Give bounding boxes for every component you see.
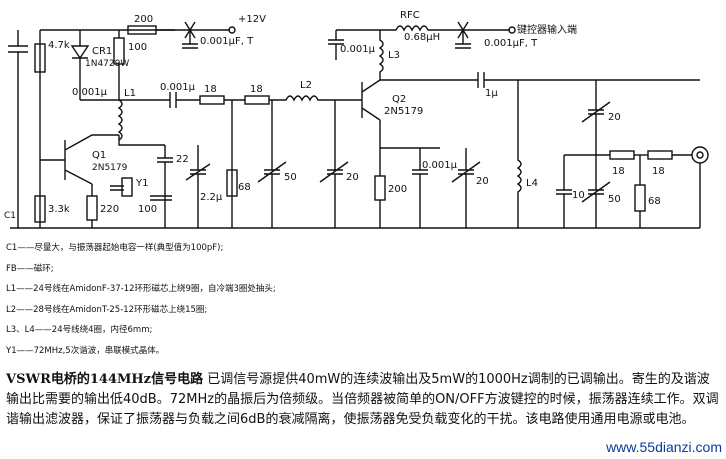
c1u-label: 1μ (485, 88, 498, 99)
l2-label: L2 (300, 80, 312, 91)
note-c1: C1——尽量大，与振荡器起始电容一样(典型值为100pF); (6, 243, 224, 253)
r18d-label: 18 (652, 166, 665, 177)
r100a-label: 100 (128, 42, 147, 53)
r68b-label: 68 (648, 196, 661, 207)
rfc-label: RFC (400, 10, 420, 21)
watermark: www.55dianzi.com (606, 439, 722, 455)
cr1-part: 1N4729W (85, 59, 129, 69)
rfc-val: 0.68μH (404, 32, 440, 43)
c20a-label: 20 (346, 172, 359, 183)
c20c-label: 20 (608, 112, 621, 123)
cap-0001u-c-label: 0.001μ (340, 44, 376, 55)
r68a-label: 68 (238, 182, 251, 193)
note-l1: L1——24号线在AmidonF-37-12环形磁芯上绕9圈，自冷端3圈处抽头; (6, 284, 276, 294)
note-l3-l4: L3、L4——24号线绕4圈，内径6mm; (6, 325, 153, 335)
c20b-label: 20 (476, 176, 489, 187)
l3-label: L3 (388, 50, 400, 61)
component-notes: C1——尽量大，与振荡器起始电容一样(典型值为100pF); FB——磁环; L… (6, 238, 566, 361)
c100-label: 100 (138, 204, 157, 215)
cr1-label: CR1 (92, 46, 112, 57)
r200b-label: 200 (388, 184, 407, 195)
q2-label: Q2 (392, 94, 406, 105)
description-title: VSWR电桥的144MHz信号电路 (6, 372, 204, 387)
c50b-label: 50 (608, 194, 621, 205)
cap-0001u-b-label: 0.001μ (160, 82, 196, 93)
r18c-label: 18 (612, 166, 625, 177)
r200a-label: 200 (134, 14, 153, 25)
c1b-label: C1 (4, 211, 16, 221)
cap-0001uft-b-label: 0.001μF, T (484, 38, 538, 49)
note-fb: FB——磁环; (6, 263, 54, 274)
cap-001uft-label: 0.001μF, T (200, 36, 254, 47)
keyer-label: 键控器输入端 (517, 23, 577, 36)
description-body: 已调信号源提供40mW的连续波输出及5mW的1000Hz调制的已调输出。寄生的及… (6, 372, 719, 427)
r220-label: 220 (100, 204, 119, 215)
cap-0001u-d-label: 0.001μ (422, 160, 458, 171)
note-y1: Y1——72MHz,5次谐波，串联模式晶体。 (6, 345, 165, 356)
y1-label: Y1 (135, 178, 148, 189)
v12-label: +12V (238, 14, 266, 25)
c50a-label: 50 (284, 172, 297, 183)
q1-part: 2N5179 (92, 163, 128, 173)
circuit-description: VSWR电桥的144MHz信号电路 已调信号源提供40mW的连续波输出及5mW的… (6, 370, 720, 430)
l1-label: L1 (124, 88, 136, 99)
r-4k7-label: 4.7k (48, 40, 70, 51)
q2-part: 2N5179 (384, 106, 423, 117)
l4-label: L4 (526, 178, 538, 189)
c10-label: 10 (572, 190, 585, 201)
c22-label: 22 (176, 154, 189, 165)
cap-0001u-a-label: 0.001μ (72, 87, 108, 98)
c22u-label: 2.2μ (200, 192, 223, 203)
r18b-label: 18 (250, 84, 263, 95)
r18a-label: 18 (204, 84, 217, 95)
note-l2: L2——28号线在AmidonT-25-12环形磁芯上绕15圈; (6, 304, 208, 315)
r33k-label: 3.3k (48, 204, 70, 215)
q1-label: Q1 (92, 150, 106, 161)
